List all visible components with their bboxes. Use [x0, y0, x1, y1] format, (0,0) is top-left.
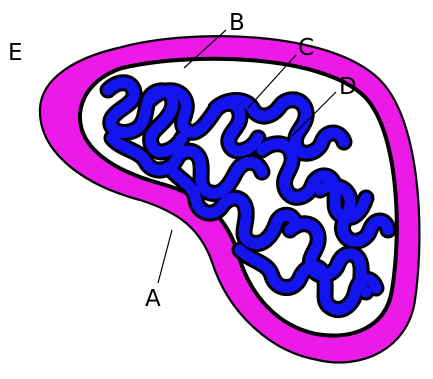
leader-line-a	[158, 230, 172, 283]
label-d: D	[339, 74, 357, 100]
label-c: C	[298, 35, 314, 61]
label-e: E	[8, 40, 23, 66]
label-a: A	[145, 286, 161, 312]
label-b: B	[229, 10, 245, 36]
